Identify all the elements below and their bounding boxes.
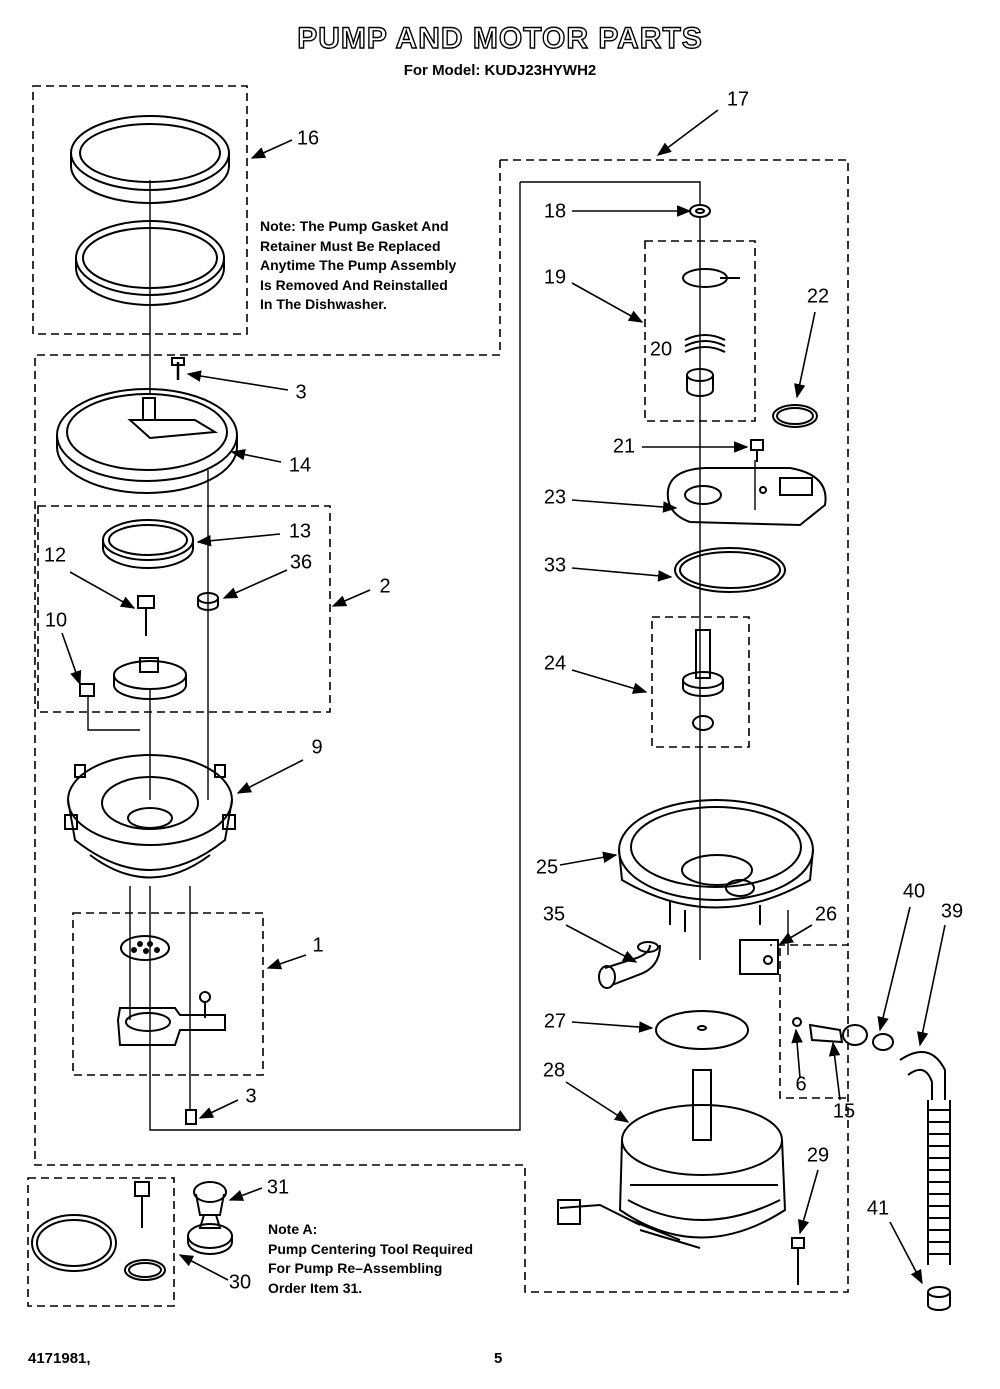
- callout-16: 16: [296, 127, 320, 150]
- part-3-screw-bottom: [185, 1109, 197, 1125]
- callout-36: 36: [289, 551, 313, 574]
- part-31-centering-tool: [187, 1181, 233, 1255]
- callout-24: 24: [543, 652, 567, 675]
- callout-2: 2: [379, 575, 391, 598]
- callout-18: 18: [543, 200, 567, 223]
- callout-31: 31: [266, 1176, 290, 1199]
- callout-35: 35: [542, 903, 566, 926]
- part-36-seal: [197, 592, 219, 611]
- callout-20: 20: [649, 338, 673, 361]
- group-box-outer: [34, 160, 849, 1293]
- part-41-hose-cap: [927, 1286, 951, 1311]
- part-25-motor-mount: [618, 799, 814, 932]
- part-14-pump-cover: [56, 357, 238, 494]
- callout-29: 29: [806, 1144, 830, 1167]
- part-22-ring: [772, 404, 818, 428]
- group-box-16: [32, 85, 248, 335]
- group-box-17: [500, 159, 849, 946]
- part-30-gasket-set: [31, 1181, 166, 1281]
- callout-14: 14: [288, 454, 312, 477]
- part-9-pump-housing: [64, 754, 236, 879]
- callout-19: 19: [543, 266, 567, 289]
- group-box-2: [37, 505, 331, 713]
- callout-39: 39: [940, 900, 964, 923]
- callout-41: 41: [866, 1197, 890, 1220]
- callout-28: 28: [542, 1059, 566, 1082]
- callout-21: 21: [612, 435, 636, 458]
- group-box-30: [27, 1177, 175, 1307]
- part-39-drain-hose: [899, 1051, 951, 1265]
- part-33-gasket: [674, 547, 786, 593]
- part-12-screw: [137, 595, 155, 636]
- callout-27: 27: [543, 1010, 567, 1033]
- part-20-cap: [686, 368, 714, 397]
- page-title: PUMP AND MOTOR PARTS: [297, 21, 703, 55]
- callout-3-top: 3: [295, 381, 307, 404]
- part-13-ring: [102, 519, 194, 569]
- callout-13: 13: [288, 520, 312, 543]
- callout-9: 9: [311, 736, 323, 759]
- note-a: Note A: Pump Centering Tool Required For…: [268, 1221, 474, 1296]
- callout-25: 25: [535, 856, 559, 879]
- part-27-slinger: [655, 1010, 749, 1050]
- callout-40: 40: [902, 880, 926, 903]
- part-impeller: [113, 657, 187, 700]
- model-subtitle: For Model: KUDJ23HYWH2: [403, 62, 597, 79]
- leader-arrows: [61, 109, 946, 1285]
- part-19-spring-clip: [682, 268, 740, 353]
- callout-30: 30: [228, 1271, 252, 1294]
- callout-23: 23: [543, 486, 567, 509]
- assembly-lines: [87, 180, 789, 1131]
- part-6-15-40-valve-assembly: [792, 1017, 894, 1051]
- callout-3-bottom: 3: [245, 1085, 257, 1108]
- part-10-screw: [79, 683, 95, 697]
- group-box-6-15: [779, 948, 848, 1099]
- part-1-filter-and-housing: [116, 935, 226, 1046]
- callout-12: 12: [43, 544, 67, 567]
- callout-6: 6: [795, 1073, 807, 1096]
- part-26-bracket: [739, 939, 779, 975]
- part-23-plate: [666, 467, 827, 527]
- callout-15: 15: [832, 1100, 856, 1123]
- callout-33: 33: [543, 554, 567, 577]
- part-21-screw: [750, 439, 764, 462]
- part-35-hose-elbow: [598, 941, 661, 989]
- pump-gasket-note: Note: The Pump Gasket And Retainer Must …: [260, 218, 457, 312]
- part-29-screw: [791, 1237, 805, 1285]
- part-24-seal-shaft: [682, 629, 724, 731]
- part-28-motor: [557, 1069, 787, 1249]
- callout-1: 1: [312, 934, 324, 957]
- callout-17: 17: [726, 88, 750, 111]
- page-number: 5: [494, 1350, 503, 1367]
- part-16-gasket-retainer: [70, 115, 230, 306]
- callout-10: 10: [44, 609, 68, 632]
- group-box-1: [72, 912, 264, 1076]
- callout-22: 22: [806, 285, 830, 308]
- document-number: 4171981,: [28, 1350, 91, 1367]
- part-18-nut: [689, 204, 711, 218]
- callout-26: 26: [814, 903, 838, 926]
